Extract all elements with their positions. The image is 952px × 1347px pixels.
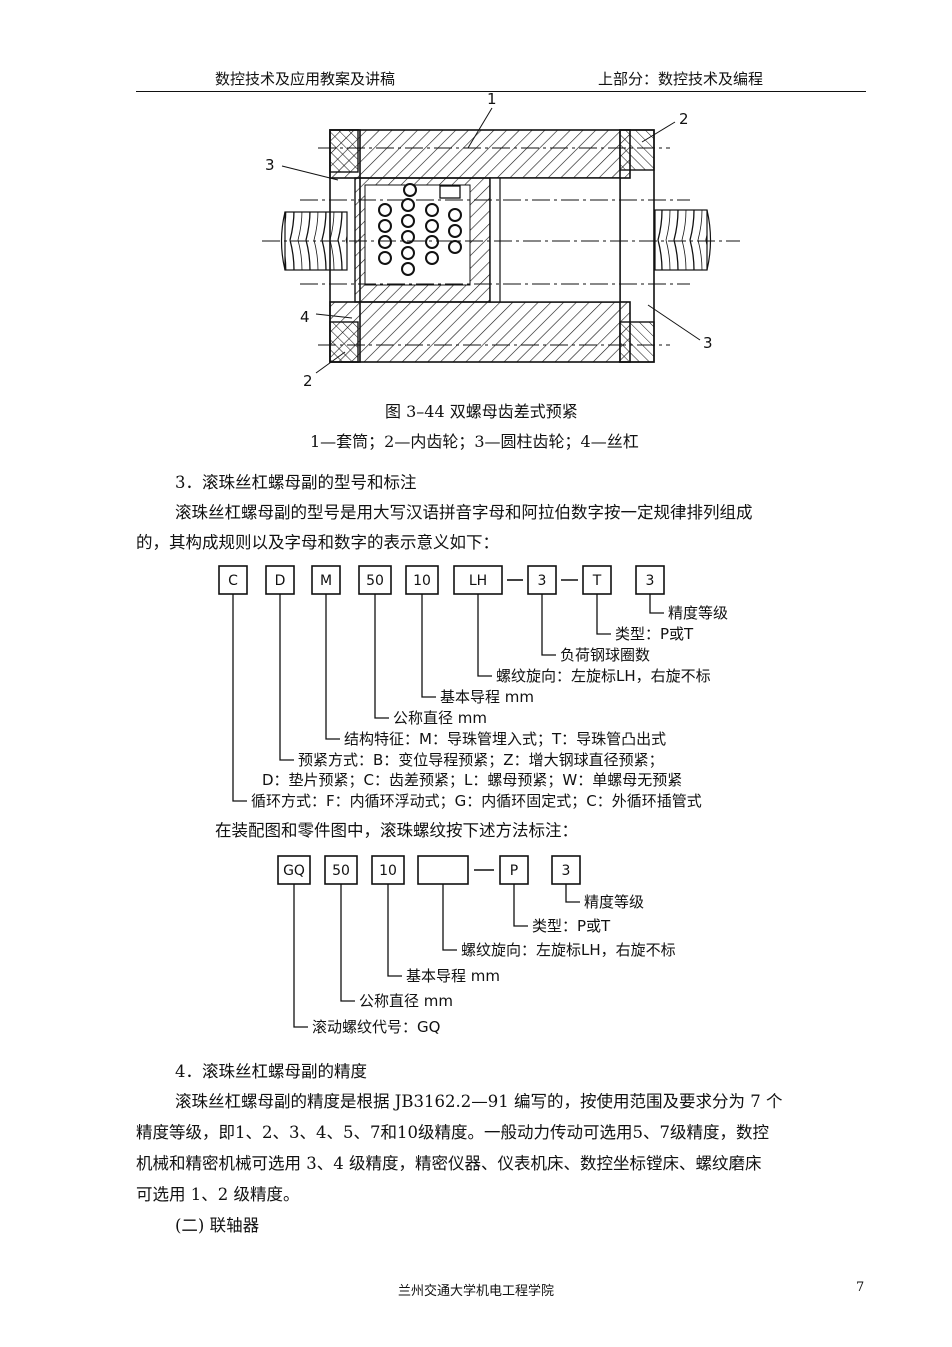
section-4-heading: 4．滚珠丝杠螺母副的精度 xyxy=(175,1062,367,1081)
section-4-line-2: 精度等级，即1、2、3、4、5、7和10级精度。一般动力传动可选用5、7级精度，… xyxy=(136,1123,769,1142)
inner-gear-left-top xyxy=(329,129,359,173)
model-desc-preload-cont: D：垫片预紧；C：齿差预紧；L：螺母预紧；W：单螺母无预紧 xyxy=(262,771,682,789)
drawing-box-p: P xyxy=(510,863,518,879)
model-desc-preload: 预紧方式：B：变位导程预紧；Z：增大钢球直径预紧； xyxy=(298,751,664,769)
center-lines xyxy=(262,147,740,346)
model-box-50: 50 xyxy=(366,573,384,589)
inner-gear-left-bottom xyxy=(329,321,359,363)
leader-lines xyxy=(281,107,701,374)
section-4-line-3: 机械和精密机械可选用 3、4 级精度，精密仪器、仪表机床、数控坐标镗床、螺纹磨床 xyxy=(136,1154,762,1173)
header-rule xyxy=(136,91,866,92)
model-box-3: 3 xyxy=(538,573,547,589)
model-box-d: D xyxy=(275,573,286,589)
model-desc-type: 类型：P或T xyxy=(615,625,694,643)
sleeve-bottom xyxy=(329,301,631,363)
callout-3-left: 3 xyxy=(265,156,275,174)
drawing-code-diagram: GQ 50 10 P 3 精度等级 类型：P或T 螺纹旋向：左旋标LH，右旋不标… xyxy=(277,855,676,1036)
section-4-line-1: 滚珠丝杠螺母副的精度是根据 JB3162.2—91 编写的，按使用范围及要求分为… xyxy=(175,1092,783,1111)
drawing-box-gq: GQ xyxy=(283,863,305,879)
header-left: 数控技术及应用教案及讲稿 xyxy=(215,70,396,88)
callout-2-bottom: 2 xyxy=(303,372,313,390)
footer-center: 兰州交通大学机电工程学院 xyxy=(398,1284,555,1299)
drawing-desc-code: 滚动螺纹代号：GQ xyxy=(312,1018,440,1036)
model-box-m: M xyxy=(320,573,332,589)
callout-4: 4 xyxy=(300,308,310,326)
header-right: 上部分：数控技术及编程 xyxy=(598,70,764,88)
model-box-c: C xyxy=(228,573,238,589)
model-box-lh: LH xyxy=(469,573,487,589)
drawing-note: 在装配图和零件图中，滚珠螺纹按下述方法标注： xyxy=(215,821,578,840)
model-desc-circulation: 循环方式：F：内循环浮动式；G：内循环固定式；C：外循环插管式 xyxy=(251,792,702,810)
drawing-box-grade: 3 xyxy=(562,863,571,879)
inner-gear-right-top xyxy=(619,129,655,171)
model-desc-lead: 基本导程 mm xyxy=(440,688,534,706)
nut-bore xyxy=(489,177,621,303)
callout-3-right: 3 xyxy=(703,334,713,352)
drawing-box-50: 50 xyxy=(332,863,350,879)
model-desc-balls: 负荷钢球圈数 xyxy=(560,646,650,664)
section-4-line-4: 可选用 1、2 级精度。 xyxy=(136,1185,300,1204)
model-desc-direction: 螺纹旋向：左旋标LH，右旋不标 xyxy=(496,667,711,685)
inner-gear-right-bottom xyxy=(619,321,655,363)
section-3-para-line-2: 的，其构成规则以及字母和数字的表示意义如下： xyxy=(136,533,499,552)
model-desc-grade: 精度等级 xyxy=(668,604,728,622)
model-box-t: T xyxy=(592,573,602,589)
drawing-desc-diameter: 公称直径 mm xyxy=(359,992,453,1010)
callout-1: 1 xyxy=(487,90,497,108)
section-3-heading: 3．滚珠丝杠螺母副的型号和标注 xyxy=(175,473,417,492)
page-number: 7 xyxy=(856,1280,865,1295)
model-desc-diameter: 公称直径 mm xyxy=(393,709,487,727)
sleeve-top xyxy=(329,129,631,179)
drawing-desc-direction: 螺纹旋向：左旋标LH，右旋不标 xyxy=(461,941,676,959)
model-desc-structure: 结构特征：M：导珠管埋入式；T：导珠管凸出式 xyxy=(344,730,666,748)
screw-right xyxy=(654,209,708,271)
section-3-para-line-1: 滚珠丝杠螺母副的型号是用大写汉语拼音字母和阿拉伯数字按一定规律排列组成 xyxy=(175,503,753,522)
callout-2-top: 2 xyxy=(679,110,689,128)
drawing-desc-type: 类型：P或T xyxy=(532,917,611,935)
next-heading: (二) 联轴器 xyxy=(175,1216,260,1235)
drawing-desc-lead: 基本导程 mm xyxy=(406,967,500,985)
drawing-box-10: 10 xyxy=(379,863,397,879)
ball-group xyxy=(378,183,462,276)
model-box-10: 10 xyxy=(413,573,431,589)
model-box-grade: 3 xyxy=(646,573,655,589)
figure-caption: 图 3–44 双螺母齿差式预紧 xyxy=(385,402,578,421)
drawing-desc-grade: 精度等级 xyxy=(584,893,644,911)
figure-legend: 1—套筒；2—内齿轮；3—圆柱齿轮；4—丝杠 xyxy=(310,432,639,451)
model-code-diagram: C D M 50 10 LH 3 T 3 精度等级 类型：P或T 负荷钢球圈数 xyxy=(218,565,728,810)
